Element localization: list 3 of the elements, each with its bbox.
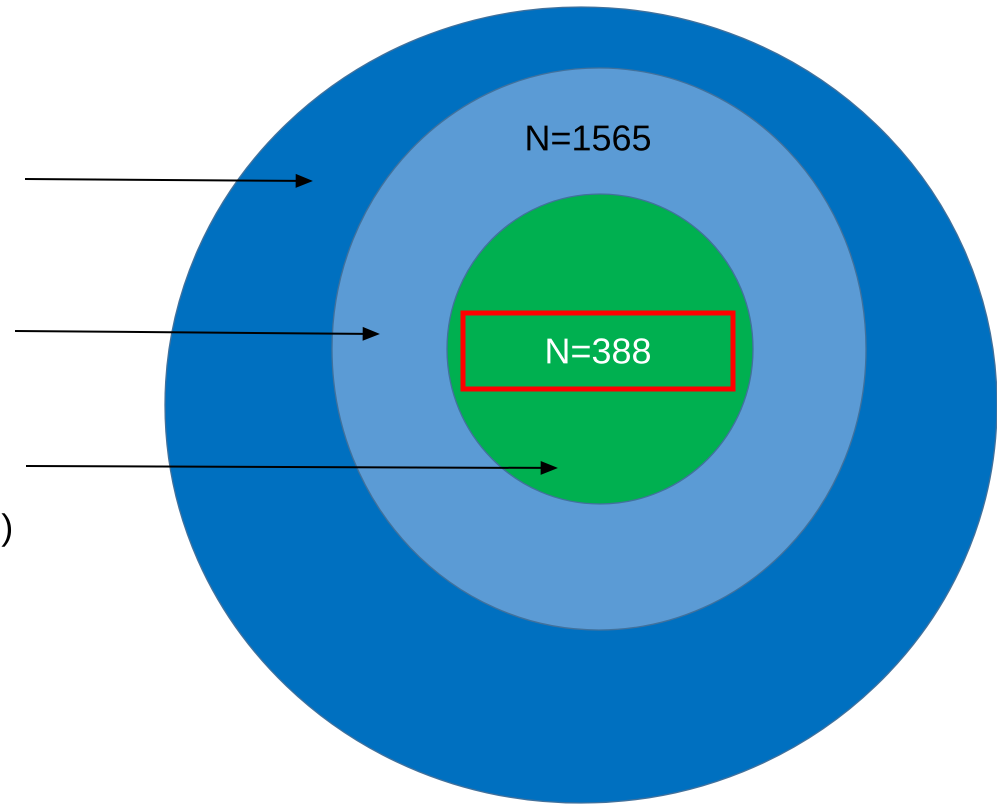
count-label: N=1565 xyxy=(527,125,650,151)
parenthesis: ) xyxy=(1,513,12,547)
highlight-box: N=388 xyxy=(460,310,736,392)
